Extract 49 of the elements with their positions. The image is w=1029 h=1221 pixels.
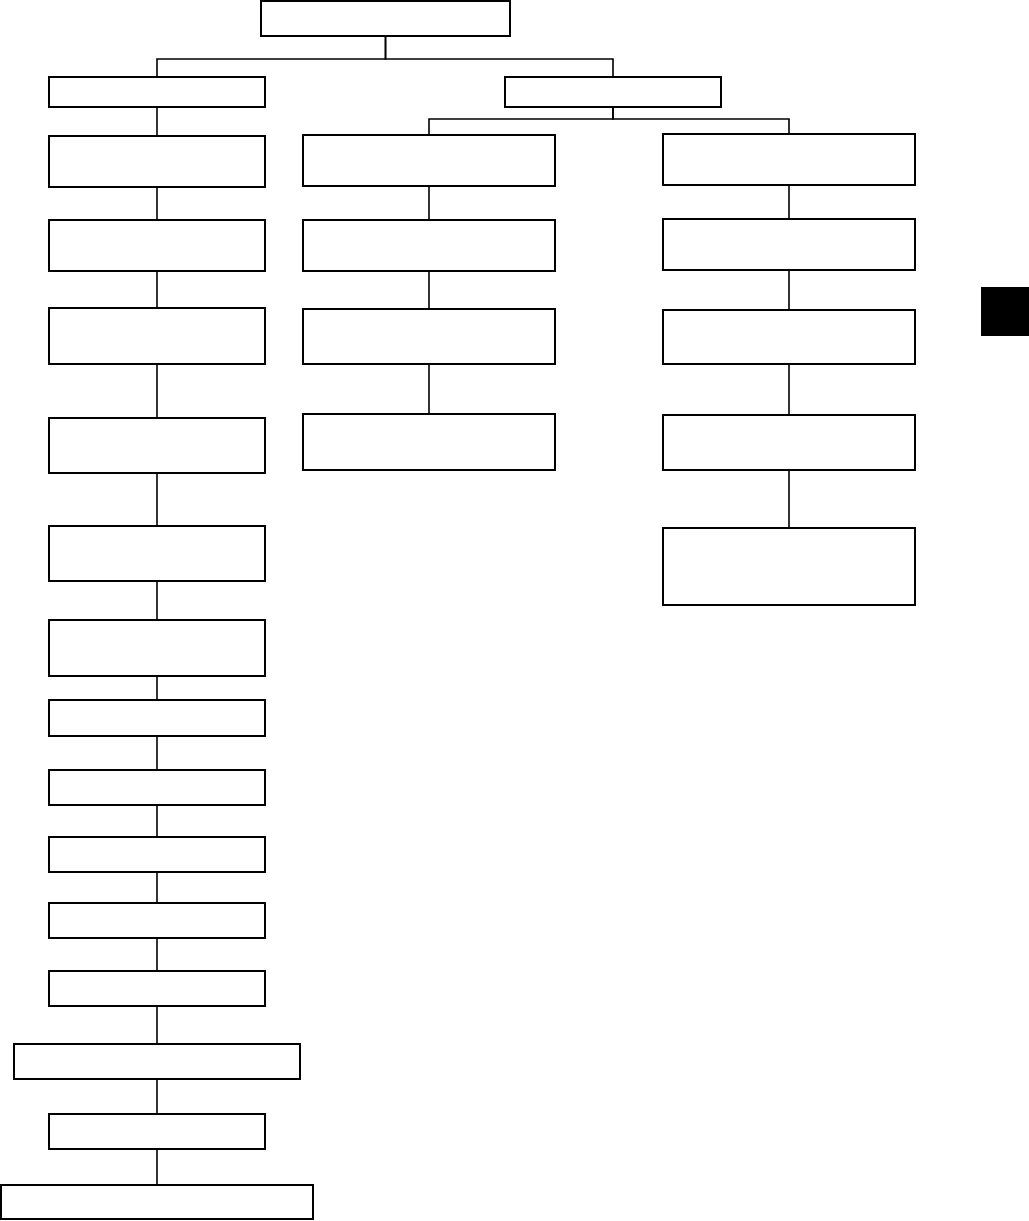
- connector-line: [788, 364, 790, 415]
- empty-box: [302, 413, 556, 471]
- empty-box: [302, 134, 556, 187]
- empty-box: [48, 219, 266, 272]
- connector-line: [428, 364, 430, 414]
- empty-box: [48, 970, 266, 1007]
- empty-box: [504, 76, 722, 108]
- connector-line: [156, 872, 158, 903]
- empty-box: [662, 414, 916, 471]
- connector-line: [384, 36, 614, 77]
- connector-line: [156, 805, 158, 837]
- empty-box: [48, 525, 266, 582]
- empty-box: [662, 133, 916, 186]
- connector-line: [156, 187, 158, 220]
- empty-box: [0, 1184, 314, 1220]
- connector-line: [156, 1149, 158, 1185]
- connector-line: [156, 676, 158, 700]
- empty-box: [13, 1043, 301, 1080]
- empty-box: [662, 218, 916, 271]
- connector-line: [156, 364, 158, 418]
- connector-line: [156, 473, 158, 526]
- connector-line: [788, 270, 790, 310]
- empty-box: [48, 417, 266, 474]
- empty-box: [48, 76, 266, 108]
- empty-box: [260, 0, 511, 37]
- connector-line: [156, 581, 158, 620]
- empty-box: [48, 769, 266, 806]
- connector-line: [428, 271, 430, 309]
- empty-box: [48, 135, 266, 188]
- empty-box: [48, 307, 266, 365]
- connector-line: [612, 107, 790, 134]
- empty-box: [662, 309, 916, 365]
- connector-line: [156, 938, 158, 971]
- connector-line: [156, 736, 158, 770]
- empty-box: [48, 619, 266, 677]
- connector-line: [156, 271, 158, 308]
- empty-box: [48, 836, 266, 873]
- connector-line: [428, 186, 430, 220]
- empty-box: [48, 1113, 266, 1150]
- connector-line: [788, 470, 790, 528]
- empty-box: [302, 308, 556, 365]
- empty-box: [48, 902, 266, 939]
- connector-line: [156, 1079, 158, 1114]
- empty-box: [48, 699, 266, 737]
- empty-box: [662, 527, 916, 606]
- empty-box: [302, 219, 556, 272]
- connector-line: [788, 185, 790, 219]
- connector-line: [156, 1006, 158, 1044]
- connector-line: [156, 107, 158, 136]
